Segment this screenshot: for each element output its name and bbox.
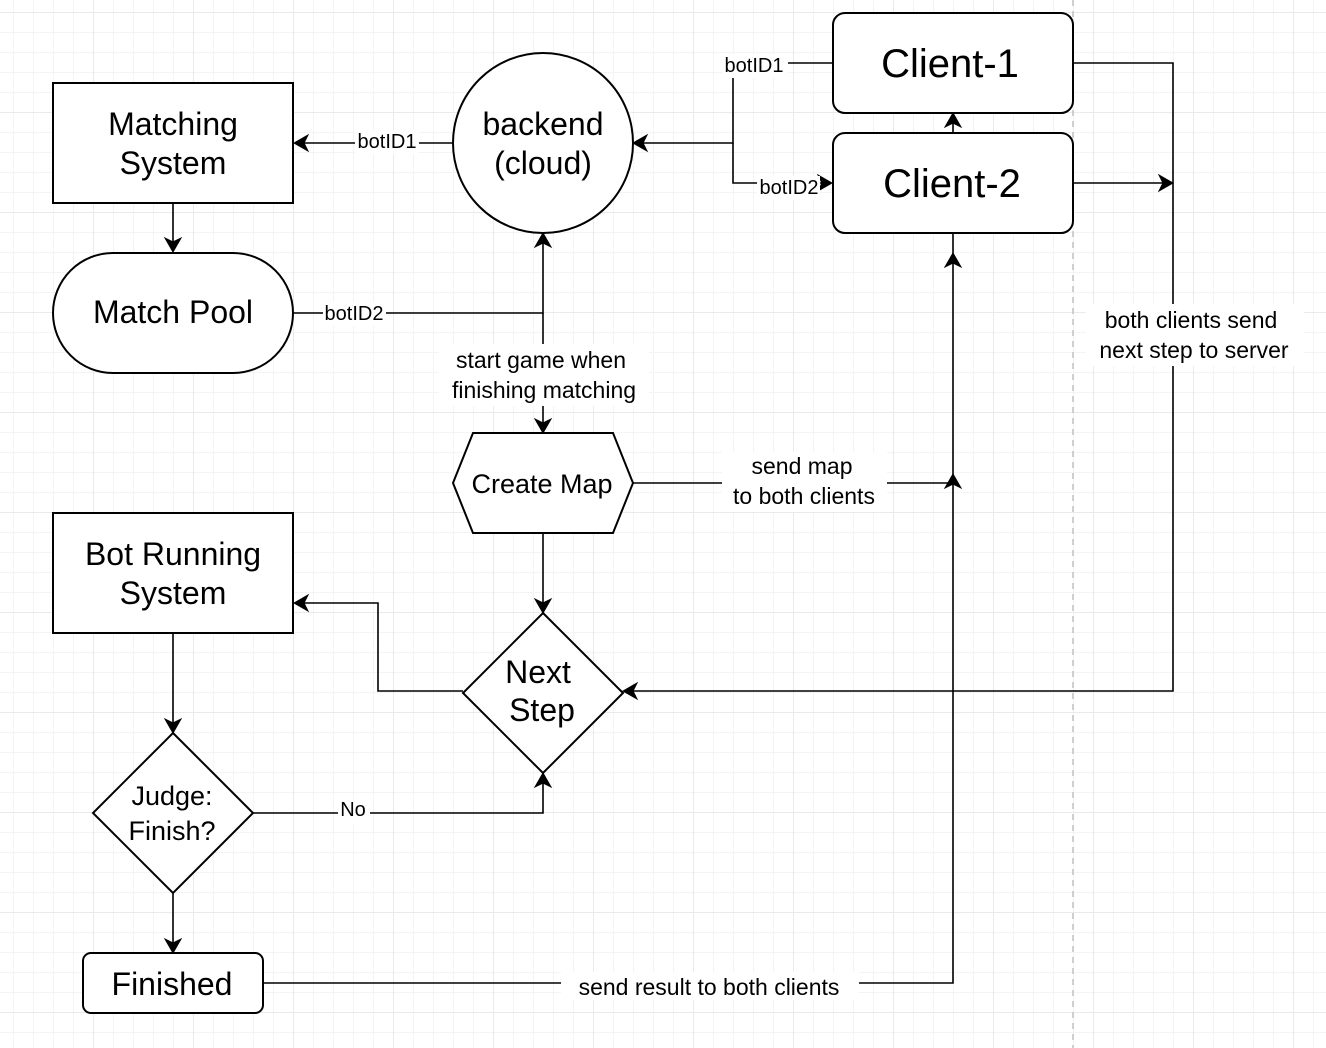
judge-label-line2: Finish?	[128, 816, 215, 846]
node-client-2[interactable]: Client-2	[832, 132, 1074, 234]
next-step-label-line1: Next	[505, 654, 571, 690]
edge-pool-to-backend	[293, 231, 553, 314]
edge-matching-to-pool	[163, 203, 183, 254]
backend-label-line1: backend	[483, 106, 604, 142]
node-finished[interactable]: Finished	[82, 952, 264, 1014]
node-next-step[interactable]: Next Step	[461, 611, 625, 775]
edge-label-botid1-matching: botID1	[358, 131, 417, 153]
node-client-1[interactable]: Client-1	[832, 12, 1074, 114]
edge-label-clients-send-line1: both clients send	[1105, 307, 1278, 333]
edge-label-botid1-client: botID1	[725, 55, 784, 77]
label-send-map: send map to both clients	[722, 452, 887, 512]
edge-finished-send-result	[263, 111, 963, 984]
edge-label-botid2-pool: botID2	[325, 303, 384, 325]
node-matching-system[interactable]: Matching System	[52, 82, 294, 204]
matching-system-label-line2: System	[120, 145, 227, 181]
edge-label-send-result: send result to both clients	[579, 974, 840, 1000]
label-backend-to-matching: botID1	[355, 130, 419, 154]
node-create-map[interactable]: Create Map	[451, 432, 635, 534]
match-pool-label: Match Pool	[93, 294, 253, 330]
edge-client1-to-server	[621, 62, 1174, 701]
create-map-label: Create Map	[471, 469, 612, 499]
edge-label-send-map-line1: send map	[751, 453, 852, 479]
edge-client2-to-server	[1073, 173, 1175, 193]
bot-running-label-line1: Bot Running	[85, 536, 261, 572]
node-bot-running-system[interactable]: Bot Running System	[52, 512, 294, 634]
edge-judge-to-finished	[163, 893, 183, 955]
edge-label-botid2-client: botID2	[760, 177, 819, 199]
next-step-label-line2: Step	[509, 692, 575, 728]
client-2-label: Client-2	[883, 162, 1021, 206]
edge-createmap-to-nextstep	[533, 533, 553, 615]
client-1-label: Client-1	[881, 42, 1019, 86]
edge-nextstep-to-botrunning	[292, 593, 463, 692]
label-send-result: send result to both clients	[561, 972, 859, 1000]
label-client1-to-backend: botID1	[722, 54, 788, 78]
bot-running-label-line2: System	[120, 575, 227, 611]
edge-label-start-game-line2: finishing matching	[452, 377, 636, 403]
judge-label-line1: Judge:	[131, 781, 212, 811]
backend-label-line2: (cloud)	[494, 145, 592, 181]
node-judge[interactable]: Judge: Finish?	[91, 731, 255, 895]
node-backend[interactable]: backend (cloud)	[452, 52, 634, 234]
label-pool-to-backend: botID2	[323, 302, 386, 326]
edge-label-send-map-line2: to both clients	[733, 483, 875, 509]
edge-label-start-game-line1: start game when	[456, 347, 626, 373]
matching-system-label-line1: Matching	[108, 106, 238, 142]
finished-label: Finished	[112, 966, 233, 1002]
label-start-game: start game when finishing matching	[439, 344, 649, 406]
edge-label-no: No	[340, 799, 366, 821]
edge-judge-no-to-nextstep	[253, 771, 553, 814]
label-backend-to-client2: botID2	[757, 176, 820, 200]
label-judge-no: No	[338, 799, 370, 824]
edge-label-clients-send-line2: next step to server	[1099, 337, 1289, 363]
node-match-pool[interactable]: Match Pool	[52, 252, 294, 374]
edge-botrunning-to-judge	[163, 633, 183, 735]
label-clients-to-server: both clients send next step to server	[1086, 304, 1304, 366]
